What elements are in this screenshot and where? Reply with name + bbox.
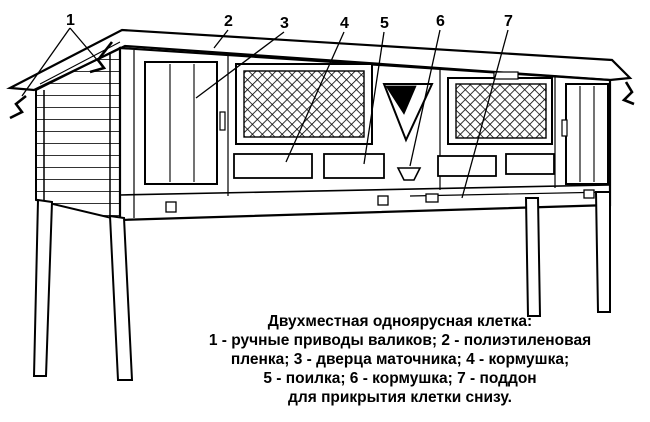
figure-caption: Двухместная одноярусная клетка: 1 - ручн… [150, 312, 650, 407]
leader-lines [21, 27, 509, 199]
caption-line: пленка; 3 - дверца маточника; 4 - кормуш… [230, 351, 570, 368]
nest-door-left [144, 61, 226, 185]
nest-door-right [561, 83, 609, 185]
callout-7: 7 [504, 13, 513, 30]
legs [32, 191, 611, 381]
feeder-boxes [233, 153, 555, 179]
mesh-door-left [235, 63, 373, 145]
hay-feeder [382, 83, 434, 181]
callout-4: 4 [340, 15, 349, 32]
callout-5: 5 [380, 15, 389, 32]
caption-title: Двухместная одноярусная клетка: [267, 313, 533, 330]
callout-1: 1 [66, 12, 75, 29]
callout-6: 6 [436, 13, 445, 30]
caption-line: 1 - ручные приводы валиков; 2 - полиэтил… [208, 332, 592, 349]
callout-numbers: 1 2 3 4 5 6 7 [66, 12, 513, 32]
mesh-door-right [447, 71, 553, 145]
latches [165, 189, 595, 213]
callout-2: 2 [224, 13, 233, 30]
caption-line: 5 - поилка; 6 - кормушка; 7 - поддон [263, 370, 537, 387]
caption-line: для прикрытия клетки снизу. [288, 389, 512, 406]
callout-3: 3 [280, 15, 289, 32]
